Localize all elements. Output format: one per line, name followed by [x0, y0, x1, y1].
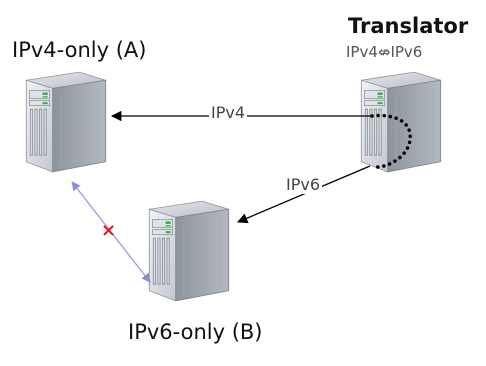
translator-sublabel: IPv4⇎IPv6 [346, 43, 423, 61]
ipv6-edge-label: IPv6 [284, 175, 323, 194]
ipv6-arrow [237, 165, 371, 224]
blocked-mark-icon: × [101, 220, 117, 241]
server-b-icon [148, 200, 230, 302]
server-a-icon [25, 71, 107, 173]
translator-label: Translator [348, 14, 469, 38]
ipv4-edge-label: IPv4 [209, 103, 248, 122]
node-a-label: IPv4-only (A) [12, 38, 147, 62]
blocked-link [71, 181, 151, 283]
node-b-label: IPv6-only (B) [128, 320, 263, 344]
